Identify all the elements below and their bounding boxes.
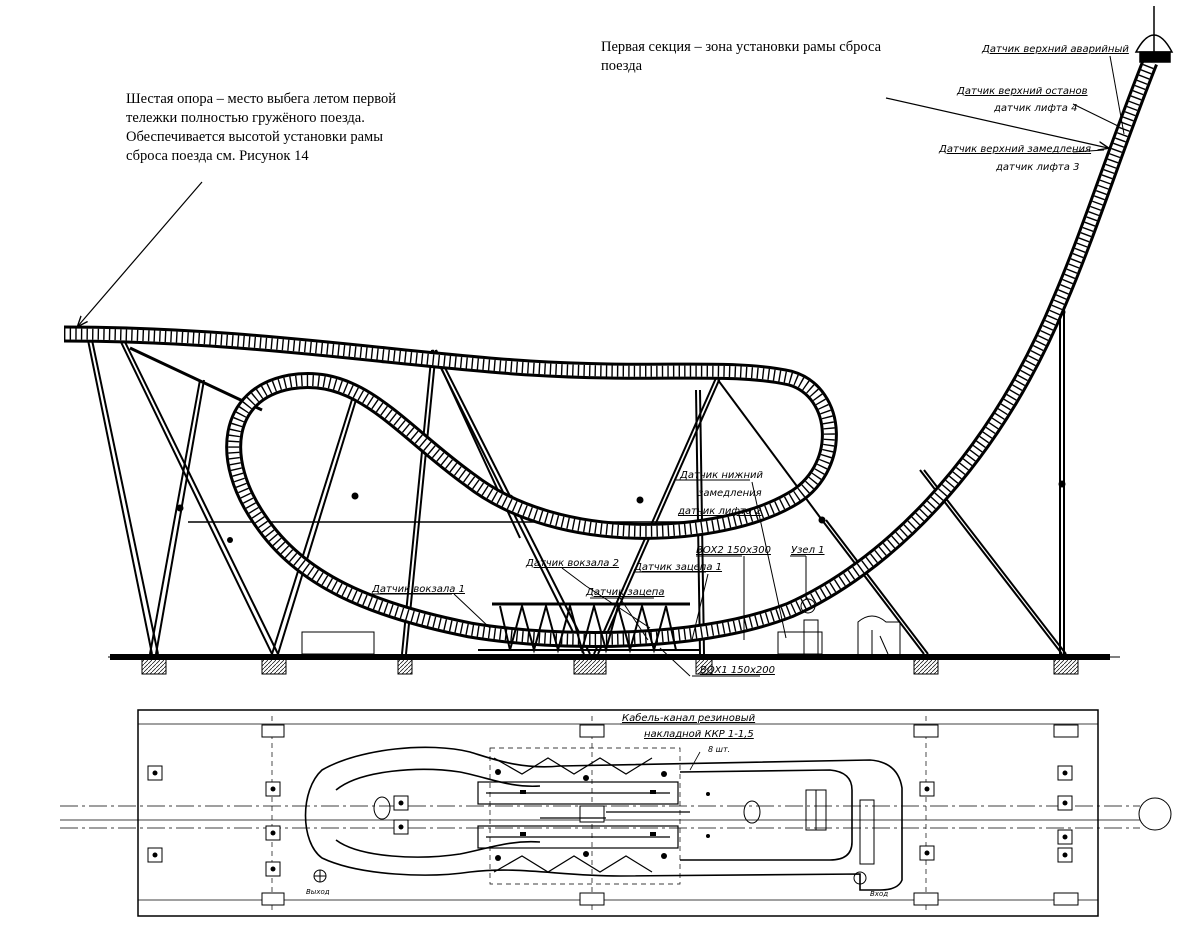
station-buildings	[301, 615, 901, 655]
label-cable-channel-2: накладной ККР 1-1,5	[644, 729, 754, 740]
note-line: сброса поезда см. Рисунок 14	[126, 148, 309, 164]
cable-channel-annotation: Кабель-канал резиновый накладной ККР 1-1…	[620, 712, 756, 771]
entry-marker: Вход	[853, 871, 888, 898]
footing	[573, 655, 607, 675]
plan-anchor-dots	[152, 770, 1068, 872]
label-top-slowdown: Датчик верхний замедления	[938, 144, 1091, 155]
footing	[261, 655, 287, 675]
footing	[1053, 655, 1079, 675]
label-station-sensor-2: Датчик вокзала 2	[525, 558, 619, 569]
label-station-sensor-1: Датчик вокзала 1	[371, 584, 465, 595]
label-box2: BOX2 150x300	[696, 545, 771, 556]
footings	[141, 655, 1079, 675]
note-line: поезда	[601, 58, 643, 74]
label-node-1: Узел 1	[791, 545, 825, 556]
plan-view: Выход Вход Кабель-канал резиновый наклад…	[60, 709, 1172, 917]
entry-label: Вход	[870, 890, 888, 898]
station-details	[495, 769, 710, 861]
label-lift-sensor-3: датчик лифта 3	[995, 162, 1079, 173]
label-catch-sensor: Датчик зацепа	[585, 587, 664, 598]
top-gantry	[1134, 6, 1174, 63]
leader-lines	[78, 55, 1125, 677]
node-1-marker	[800, 598, 816, 614]
note-sixth-support: Шестая опора – место выбега летом первой…	[126, 90, 466, 166]
footing	[913, 655, 939, 675]
note-line: Обеспечивается высотой установки рамы	[126, 129, 383, 145]
plan-anchors	[147, 724, 1079, 906]
note-line: Шестая опора – место выбега летом первой	[126, 91, 396, 107]
label-box1: BOX1 150x200	[700, 665, 775, 676]
label-lift-sensor-2: датчик лифта 2	[677, 506, 761, 517]
footing	[695, 655, 713, 675]
footing	[141, 655, 167, 675]
gates	[373, 789, 875, 865]
note-line: Первая секция – зона установки рамы сбро…	[601, 39, 882, 55]
plan-grid	[271, 716, 927, 910]
exit-label: Выход	[306, 888, 330, 896]
axis-marker	[1138, 797, 1172, 831]
coaster-track	[63, 58, 1158, 648]
station-truss	[478, 602, 700, 654]
label-bottom-slowdown-2: замедления	[698, 488, 762, 499]
platform	[304, 746, 903, 891]
exit-marker: Выход	[306, 869, 330, 896]
note-first-section: Первая секция – зона установки рамы сбро…	[601, 38, 941, 76]
footing	[397, 655, 413, 675]
note-line: тележки полностью гружёного поезда.	[126, 110, 365, 126]
label-cable-channel-1: Кабель-канал резиновый	[622, 712, 756, 724]
plan-outline	[137, 709, 1099, 917]
label-cable-count: 8 шт.	[708, 745, 730, 754]
label-top-emergency: Датчик верхний аварийный	[981, 44, 1129, 55]
station-tracks	[477, 757, 690, 873]
label-bottom-slowdown-1: Датчик нижний	[679, 470, 763, 481]
label-catch-sensor-1: Датчик зацепа 1	[633, 562, 722, 573]
track-lattice	[63, 59, 1156, 645]
label-top-stop: Датчик верхний останов	[956, 86, 1088, 97]
elevation-view: Датчик верхний аварийный Датчик верхний …	[63, 6, 1174, 677]
sensor-labels: Датчик верхний аварийный Датчик верхний …	[371, 44, 1129, 676]
ground-slab	[110, 654, 1110, 660]
label-lift-sensor-4: датчик лифта 4	[993, 103, 1077, 114]
